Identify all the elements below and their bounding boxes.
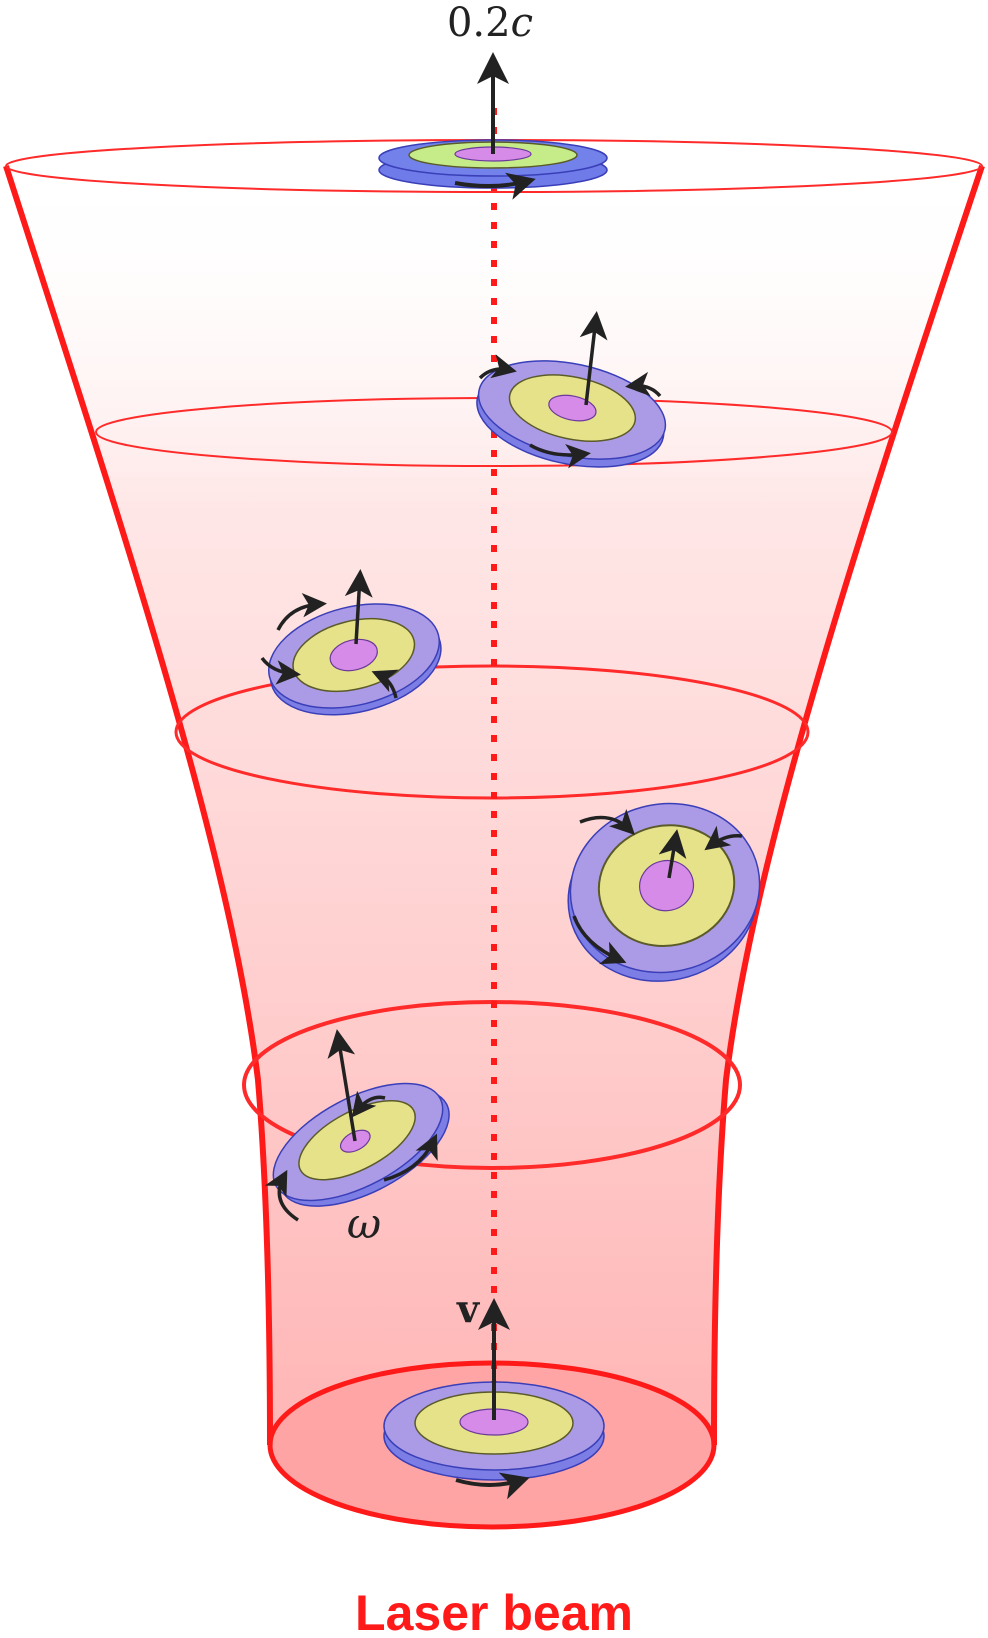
velocity-label: v	[456, 1286, 481, 1331]
sail-disk-top	[378, 52, 608, 200]
beam-right-edge	[711, 165, 985, 1446]
sail-disk-4-arrows	[572, 808, 743, 965]
sail-disk-4	[567, 802, 761, 982]
rotation-arrow-bottom	[455, 1472, 530, 1500]
angular-velocity-label: ω	[347, 1199, 381, 1248]
laser-beam-caption: Laser beam	[355, 1585, 633, 1638]
sail-disk-3-arrows	[260, 569, 399, 699]
sail-disk-2-arrows	[478, 311, 662, 469]
sail-disk-bottom	[383, 1298, 605, 1500]
sail-disk-5-arrows	[264, 1029, 438, 1222]
sail-disk-2	[476, 360, 667, 468]
rotation-arrow	[454, 172, 536, 200]
beam-fill	[6, 166, 982, 1527]
beam-left-edge	[3, 165, 273, 1446]
sail-disk-5	[272, 1082, 450, 1207]
top-speed-label: 0.2c	[447, 0, 533, 46]
